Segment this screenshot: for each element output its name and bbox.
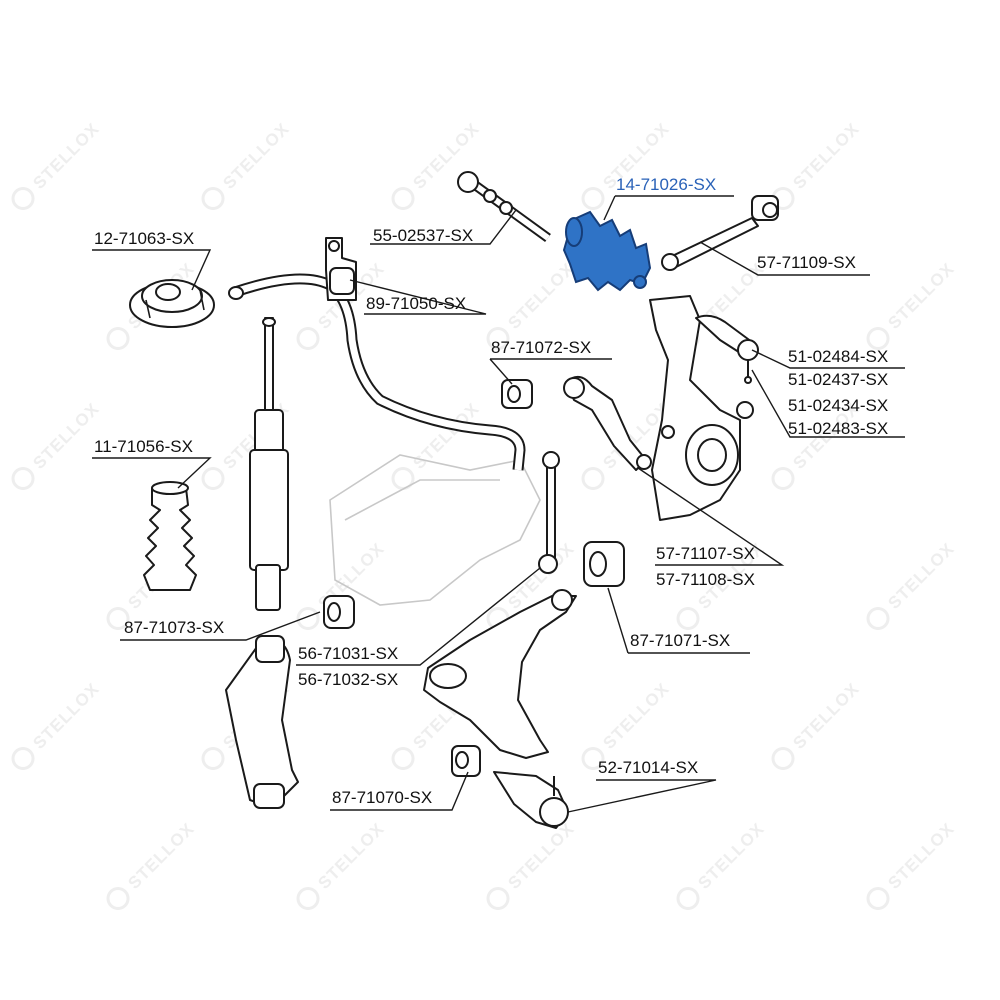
label-57-71107[interactable]: 57-71107-SX — [656, 544, 755, 563]
bushing-87-71071-part[interactable] — [583, 541, 625, 587]
watermark-stellox: STELLOX — [486, 819, 578, 910]
label-87-71072[interactable]: 87-71072-SX — [491, 338, 591, 357]
svg-text:STELLOX: STELLOX — [29, 119, 103, 193]
watermark-stellox: STELLOX — [771, 119, 863, 210]
leader-lines — [92, 195, 905, 813]
upper-ball-joint-part[interactable] — [695, 314, 759, 384]
watermark-stellox: STELLOX — [11, 679, 103, 770]
svg-text:STELLOX: STELLOX — [884, 539, 958, 613]
shock-absorber — [249, 317, 289, 611]
svg-text:STELLOX: STELLOX — [789, 679, 863, 753]
label-51-02437[interactable]: 51-02437-SX — [788, 370, 888, 389]
watermark-stellox: STELLOX — [866, 819, 958, 910]
watermark-stellox: STELLOX — [866, 259, 958, 350]
label-56-71032[interactable]: 56-71032-SX — [298, 670, 398, 689]
watermark-stellox: STELLOX — [11, 119, 103, 210]
bushing-87-71073-part[interactable] — [323, 595, 355, 629]
watermark-stellox: STELLOX — [866, 539, 958, 630]
svg-text:STELLOX: STELLOX — [884, 819, 958, 893]
watermark-stellox: STELLOX — [106, 819, 198, 910]
label-57-71109[interactable]: 57-71109-SX — [757, 253, 856, 272]
label-12-71063[interactable]: 12-71063-SX — [94, 229, 194, 248]
watermark-stellox: STELLOX — [391, 119, 483, 210]
control-arm-link-part[interactable] — [563, 375, 652, 471]
label-51-02434[interactable]: 51-02434-SX — [788, 396, 888, 415]
label-11-71056[interactable]: 11-71056-SX — [94, 437, 193, 456]
subframe-outline — [329, 454, 541, 606]
label-56-71031[interactable]: 56-71031-SX — [298, 644, 398, 663]
lower-ball-joint-part[interactable] — [493, 771, 569, 829]
watermark-stellox: STELLOX — [296, 819, 388, 910]
lower-control-arm — [423, 589, 577, 759]
svg-text:STELLOX: STELLOX — [314, 819, 388, 893]
label-55-02537[interactable]: 55-02537-SX — [373, 226, 473, 245]
label-87-71073[interactable]: 87-71073-SX — [124, 618, 224, 637]
svg-text:STELLOX: STELLOX — [504, 259, 578, 333]
part-labels: 12-71063-SX 55-02537-SX 14-71026-SX 57-7… — [94, 175, 888, 807]
svg-text:STELLOX: STELLOX — [599, 679, 673, 753]
watermark-stellox: STELLOX — [201, 119, 293, 210]
stabilizer-bar — [228, 273, 526, 471]
label-87-71070[interactable]: 87-71070-SX — [332, 788, 432, 807]
svg-text:STELLOX: STELLOX — [29, 679, 103, 753]
svg-text:STELLOX: STELLOX — [694, 819, 768, 893]
tie-rod-end-part[interactable] — [661, 195, 779, 271]
watermark-stellox: STELLOX — [771, 679, 863, 770]
steering-boot-part[interactable] — [562, 210, 652, 292]
svg-text:STELLOX: STELLOX — [884, 259, 958, 333]
svg-text:STELLOX: STELLOX — [219, 119, 293, 193]
label-89-71050[interactable]: 89-71050-SX — [366, 294, 466, 313]
label-51-02484[interactable]: 51-02484-SX — [788, 347, 888, 366]
svg-text:STELLOX: STELLOX — [789, 119, 863, 193]
stabilizer-link-part[interactable] — [538, 451, 560, 574]
label-14-71026[interactable]: 14-71026-SX — [616, 175, 716, 194]
steering-knuckle — [649, 295, 754, 521]
stabilizer-bushing-part[interactable] — [325, 237, 357, 301]
label-51-02483[interactable]: 51-02483-SX — [788, 419, 888, 438]
svg-text:STELLOX: STELLOX — [29, 399, 103, 473]
watermark-stellox: STELLOX — [581, 119, 673, 210]
svg-text:STELLOX: STELLOX — [124, 819, 198, 893]
rear-lower-arm — [225, 635, 299, 809]
inner-tie-rod-part[interactable] — [457, 171, 551, 243]
label-52-71014[interactable]: 52-71014-SX — [598, 758, 698, 777]
dust-boot-part[interactable] — [143, 481, 197, 591]
label-57-71108[interactable]: 57-71108-SX — [656, 570, 755, 589]
label-87-71071[interactable]: 87-71071-SX — [630, 631, 730, 650]
svg-text:STELLOX: STELLOX — [409, 399, 483, 473]
watermark-stellox: STELLOX — [11, 399, 103, 490]
svg-text:STELLOX: STELLOX — [504, 819, 578, 893]
bushing-87-71070-part[interactable] — [451, 745, 481, 777]
strut-mount-part[interactable] — [129, 279, 215, 328]
watermark-stellox: STELLOX — [676, 819, 768, 910]
bushing-87-71072-part[interactable] — [501, 379, 533, 409]
